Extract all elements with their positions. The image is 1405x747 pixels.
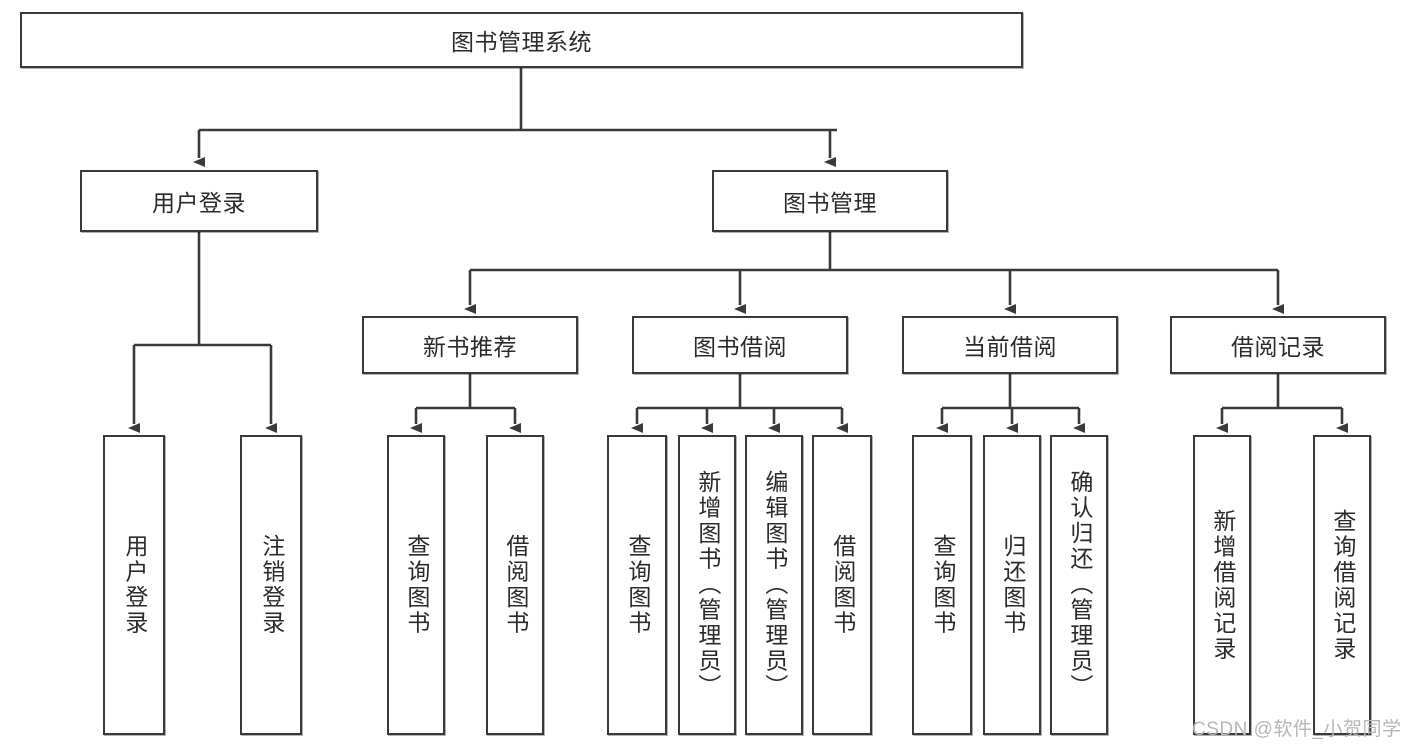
node-user-login-label: 用户登录 — [152, 190, 246, 216]
node-leaf-query-book-1-label: 查询图书 — [403, 534, 430, 636]
node-leaf-user-logout-label: 注销登录 — [258, 534, 285, 636]
node-current-borrow-label: 当前借阅 — [963, 334, 1057, 360]
node-book-manage-label: 图书管理 — [783, 190, 877, 216]
node-leaf-add-book-label: 新增图书（管理员） — [694, 470, 721, 700]
node-new-book-recommend[interactable]: 新书推荐 — [362, 316, 578, 374]
node-leaf-query-book-2[interactable]: 查询图书 — [607, 435, 667, 735]
node-leaf-borrow-book-2[interactable]: 借阅图书 — [812, 435, 872, 735]
node-user-login[interactable]: 用户登录 — [80, 170, 318, 232]
node-leaf-add-book[interactable]: 新增图书（管理员） — [678, 435, 736, 735]
node-book-borrow[interactable]: 图书借阅 — [632, 316, 848, 374]
node-leaf-borrow-book-1[interactable]: 借阅图书 — [486, 435, 544, 735]
node-root-label: 图书管理系统 — [451, 29, 592, 55]
node-leaf-add-borrow-record-label: 新增借阅记录 — [1209, 508, 1236, 662]
node-leaf-query-borrow-record[interactable]: 查询借阅记录 — [1313, 435, 1371, 735]
node-leaf-user-login[interactable]: 用户登录 — [103, 435, 165, 735]
node-leaf-confirm-return-label: 确认归还（管理员） — [1066, 470, 1093, 700]
node-borrow-record[interactable]: 借阅记录 — [1170, 316, 1386, 374]
node-current-borrow[interactable]: 当前借阅 — [902, 316, 1118, 374]
node-leaf-edit-book-label: 编辑图书（管理员） — [761, 470, 788, 700]
node-leaf-query-book-1[interactable]: 查询图书 — [387, 435, 445, 735]
csdn-watermark: CSDN @软件_小贺同学 — [1192, 719, 1402, 740]
node-leaf-confirm-return[interactable]: 确认归还（管理员） — [1050, 435, 1108, 735]
node-leaf-query-borrow-record-label: 查询借阅记录 — [1329, 508, 1356, 662]
node-leaf-borrow-book-1-label: 借阅图书 — [502, 534, 529, 636]
node-leaf-return-book[interactable]: 归还图书 — [983, 435, 1041, 735]
node-leaf-query-book-3-label: 查询图书 — [929, 534, 956, 636]
node-leaf-query-book-3[interactable]: 查询图书 — [912, 435, 972, 735]
node-leaf-user-logout[interactable]: 注销登录 — [240, 435, 302, 735]
node-book-manage[interactable]: 图书管理 — [712, 170, 948, 232]
node-root[interactable]: 图书管理系统 — [20, 12, 1023, 68]
node-leaf-edit-book[interactable]: 编辑图书（管理员） — [745, 435, 803, 735]
node-leaf-borrow-book-2-label: 借阅图书 — [829, 534, 856, 636]
node-leaf-return-book-label: 归还图书 — [999, 534, 1026, 636]
node-book-borrow-label: 图书借阅 — [693, 334, 787, 360]
node-borrow-record-label: 借阅记录 — [1231, 334, 1325, 360]
node-leaf-query-book-2-label: 查询图书 — [624, 534, 651, 636]
node-leaf-add-borrow-record[interactable]: 新增借阅记录 — [1193, 435, 1251, 735]
node-new-book-recommend-label: 新书推荐 — [423, 334, 517, 360]
node-leaf-user-login-label: 用户登录 — [121, 534, 148, 636]
